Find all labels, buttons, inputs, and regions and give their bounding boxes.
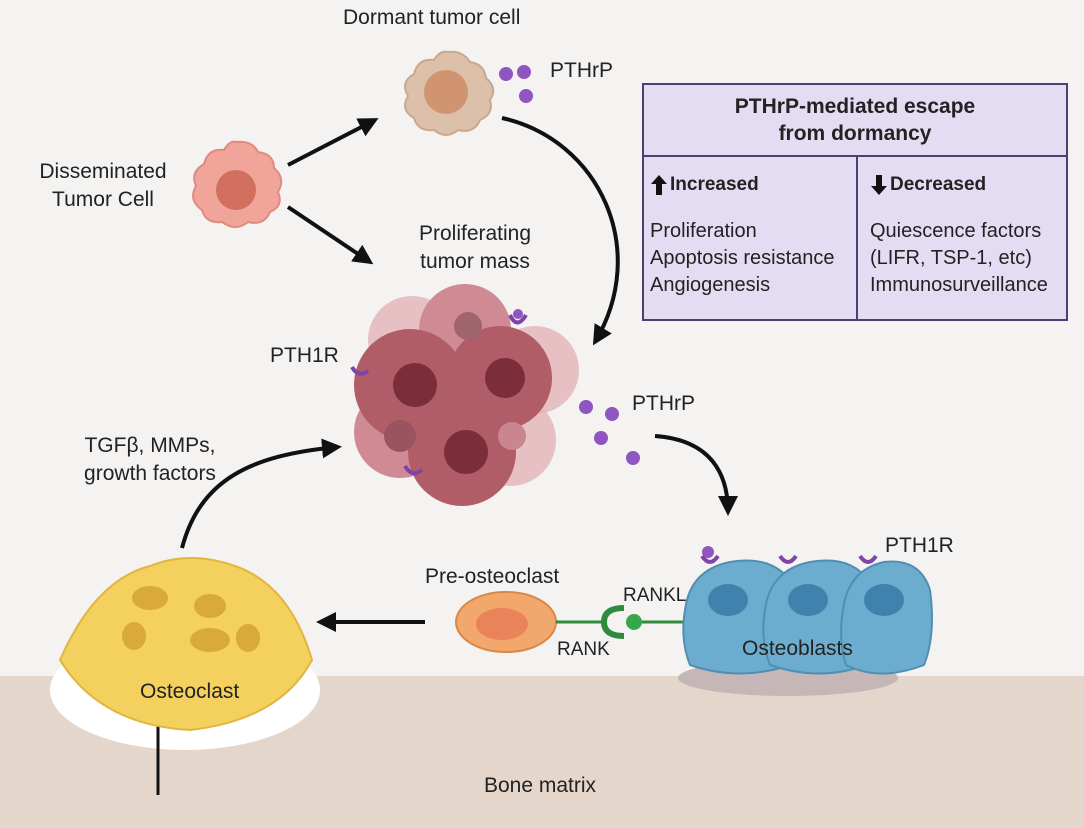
proliferating-tumor-mass-label: Proliferating tumor mass bbox=[418, 222, 532, 273]
increased-heading-text: Increased bbox=[670, 174, 759, 195]
summary-box: PTHrP-mediated escape from dormancy Incr… bbox=[642, 83, 1068, 321]
summary-box-title: PTHrP-mediated escape from dormancy bbox=[734, 95, 976, 145]
disseminated-tumor-cell-label: Disseminated Tumor Cell bbox=[39, 160, 167, 211]
dormant-tumor-cell bbox=[404, 50, 495, 136]
summary-box-divider-vertical bbox=[856, 155, 858, 321]
pth1r-left-label: PTH1R bbox=[270, 344, 339, 367]
pthrp-top-label: PTHrP bbox=[550, 59, 613, 82]
pthrp-dots-top bbox=[499, 65, 533, 103]
pre-osteoclast-cell bbox=[455, 591, 690, 653]
rank-label: RANK bbox=[557, 639, 610, 660]
osteoclast-cell bbox=[50, 557, 320, 795]
increased-item: Apoptosis resistance bbox=[650, 247, 835, 269]
increased-heading: Increased bbox=[650, 171, 835, 198]
arrow-down-icon bbox=[871, 174, 887, 195]
decreased-heading: Decreased bbox=[870, 171, 1048, 198]
pthrp-dots-middle bbox=[579, 400, 640, 465]
osteoclast-label: Osteoclast bbox=[140, 680, 240, 703]
arrow-up-icon bbox=[651, 174, 667, 195]
pth1r-right-label: PTH1R bbox=[885, 534, 954, 557]
proliferating-tumor-mass bbox=[350, 284, 579, 506]
decreased-item: Immunosurveillance bbox=[870, 274, 1048, 296]
arrow-to-dormant bbox=[287, 118, 379, 167]
summary-box-divider-horizontal bbox=[644, 155, 1066, 157]
arrow-pthrp-to-osteoblasts bbox=[654, 434, 738, 516]
increased-item: Proliferation bbox=[650, 220, 757, 242]
disseminated-tumor-cell bbox=[192, 140, 283, 228]
arrow-dormant-to-mass bbox=[501, 116, 620, 346]
arrow-osteoclast-to-mass bbox=[180, 438, 342, 549]
arrow-to-proliferating bbox=[286, 205, 374, 265]
bone-matrix-label: Bone matrix bbox=[484, 774, 597, 797]
pthrp-middle-label: PTHrP bbox=[632, 392, 695, 415]
pre-osteoclast-label: Pre-osteoclast bbox=[425, 565, 560, 588]
tgf-growth-factors-label: TGFβ, MMPs, growth factors bbox=[84, 434, 216, 485]
decreased-heading-text: Decreased bbox=[890, 174, 987, 195]
dormant-tumor-cell-label: Dormant tumor cell bbox=[343, 6, 521, 29]
decreased-item: (LIFR, TSP-1, etc) bbox=[870, 247, 1032, 269]
increased-column: Increased Proliferation Apoptosis resist… bbox=[650, 171, 835, 299]
decreased-item: Quiescence factors bbox=[870, 220, 1042, 242]
osteoblasts-label: Osteoblasts bbox=[742, 637, 853, 660]
decreased-column: Decreased Quiescence factors (LIFR, TSP-… bbox=[870, 171, 1048, 299]
rankl-label: RANKL bbox=[623, 585, 687, 606]
osteoblast-cells bbox=[678, 546, 933, 696]
increased-item: Angiogenesis bbox=[650, 274, 771, 296]
